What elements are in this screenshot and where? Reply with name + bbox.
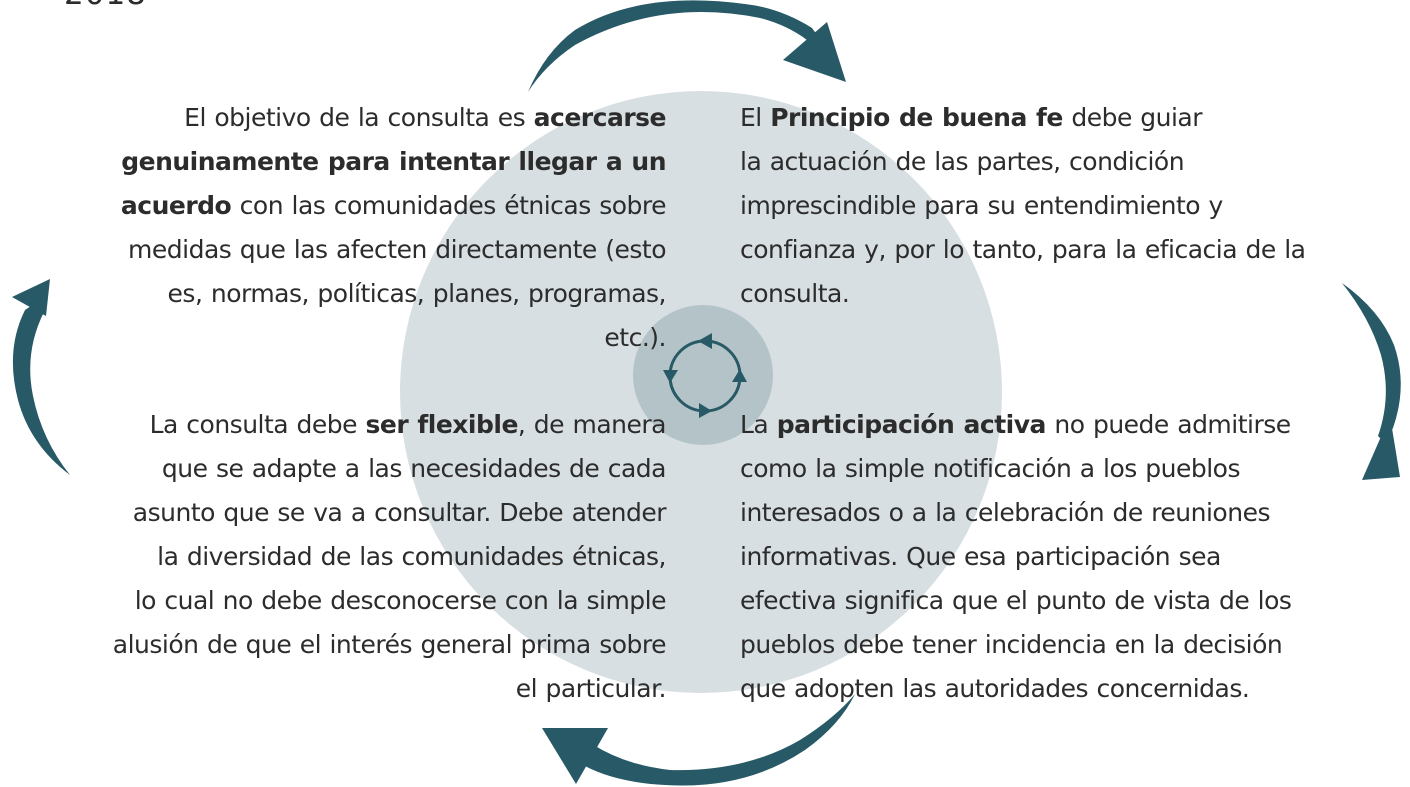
emphasis-text: Principio de buena fe: [770, 103, 1063, 132]
right-curved-arrow: [1342, 283, 1401, 480]
top-curved-arrow: [528, 0, 846, 93]
body-text: debe guiar: [1062, 103, 1203, 132]
body-text: La consulta debe: [149, 410, 366, 439]
year-fragment: 2018: [64, 0, 147, 12]
top-arrow-body: [528, 0, 828, 93]
text-line: asunto que se va a consultar. Debe atend…: [40, 491, 667, 535]
text-line: La participación activa no puede admitir…: [740, 403, 1380, 447]
text-line: que adopten las autoridades concernidas.: [740, 667, 1380, 711]
body-text: no puede admitirse: [1045, 410, 1291, 439]
body-text: alusión de que el interés general prima …: [112, 630, 667, 659]
left-curved-arrow: [12, 279, 70, 475]
text-line: interesados o a la celebración de reunio…: [740, 491, 1380, 535]
body-text: El: [740, 103, 771, 132]
good-faith-quadrant-text: El Principio de buena fe debe guiar la ac…: [740, 96, 1380, 316]
body-text: la diversidad de las comunidades étnicas…: [157, 542, 666, 571]
text-line: informativas. Que esa participación sea: [740, 535, 1380, 579]
text-line: genuinamente para intentar llegar a un: [40, 140, 666, 184]
body-text: El objetivo de la consulta es: [184, 103, 534, 132]
top-arrowhead: [783, 22, 846, 82]
cycle-arrowhead-right: [732, 369, 747, 382]
cycle-arrowhead-left: [663, 370, 678, 383]
text-line: confianza y, por lo tanto, para la efica…: [740, 228, 1380, 272]
text-line: es, normas, políticas, planes, programas…: [40, 272, 667, 316]
body-text: pueblos debe tener incidencia en la deci…: [740, 630, 1283, 659]
text-line: efectiva significa que el punto de vista…: [740, 579, 1380, 623]
text-line: El Principio de buena fe debe guiar: [740, 96, 1380, 140]
text-line: La consulta debe ser flexible, de manera: [40, 403, 667, 447]
bottom-curved-arrow: [542, 694, 855, 786]
cycle-arrowhead-bottom: [699, 403, 712, 418]
text-line: como la simple notificación a los pueblo…: [740, 447, 1380, 491]
body-text: es, normas, políticas, planes, programas…: [167, 279, 667, 308]
body-text: confianza y, por lo tanto, para la efica…: [740, 235, 1306, 264]
body-text: que adopten las autoridades concernidas.: [740, 674, 1250, 703]
text-line: que se adapte a las necesidades de cada: [40, 447, 667, 491]
emphasis-text: acercarse: [533, 103, 667, 132]
text-line: imprescindible para su entendimiento y: [740, 184, 1380, 228]
text-line: El objetivo de la consulta es acercarse: [40, 96, 666, 140]
body-text: informativas. Que esa participación sea: [740, 542, 1221, 571]
text-line: medidas que las afecten directamente (es…: [40, 228, 666, 272]
emphasis-text: participación activa: [776, 410, 1047, 439]
body-text: , de manera: [517, 410, 667, 439]
active-participation-quadrant-text: La participación activa no puede admitir…: [740, 403, 1380, 711]
text-line: consulta.: [740, 272, 1380, 316]
left-arrowhead: [12, 279, 50, 316]
body-text: medidas que las afecten directamente (es…: [128, 235, 666, 264]
body-text: consulta.: [740, 279, 850, 308]
emphasis-text: genuinamente para intentar llegar a un: [121, 147, 666, 176]
body-text: como la simple notificación a los pueblo…: [740, 454, 1241, 483]
text-line: pueblos debe tener incidencia en la deci…: [740, 623, 1380, 667]
body-text: imprescindible para su entendimiento y: [740, 191, 1223, 220]
body-text: lo cual no debe desconocerse con la simp…: [134, 586, 667, 615]
text-line: el particular.: [40, 667, 667, 711]
body-text: La: [740, 410, 777, 439]
text-line: la diversidad de las comunidades étnicas…: [40, 535, 666, 579]
left-arrow-body: [12, 300, 70, 475]
body-text: la actuación de las partes, condición: [740, 147, 1185, 176]
objective-quadrant-text: El objetivo de la consulta es acercarse g…: [40, 96, 667, 360]
text-line: lo cual no debe desconocerse con la simp…: [40, 579, 667, 623]
bottom-arrowhead: [542, 728, 608, 784]
body-text: interesados o a la celebración de reunio…: [740, 498, 1270, 527]
body-text: el particular.: [515, 674, 667, 703]
emphasis-text: acuerdo: [120, 191, 232, 220]
flexibility-quadrant-text: La consulta debe ser flexible, de manera…: [40, 403, 667, 711]
right-arrowhead: [1362, 416, 1400, 480]
body-text: efectiva significa que el punto de vista…: [740, 586, 1292, 615]
cycle-arrowhead-top: [698, 333, 712, 349]
body-text: con las comunidades étnicas sobre: [231, 191, 667, 220]
body-text: etc.).: [604, 323, 666, 352]
body-text: asunto que se va a consultar. Debe atend…: [132, 498, 667, 527]
emphasis-text: ser flexible: [365, 410, 519, 439]
body-text: que se adapte a las necesidades de cada: [161, 454, 667, 483]
right-arrow-body: [1342, 283, 1401, 442]
text-line: alusión de que el interés general prima …: [40, 623, 667, 667]
inner-circle: [633, 305, 773, 445]
text-line: la actuación de las partes, condición: [740, 140, 1380, 184]
text-line: etc.).: [40, 316, 666, 360]
cycle-arrows-icon: [663, 333, 747, 418]
text-line: acuerdo con las comunidades étnicas sobr…: [40, 184, 667, 228]
